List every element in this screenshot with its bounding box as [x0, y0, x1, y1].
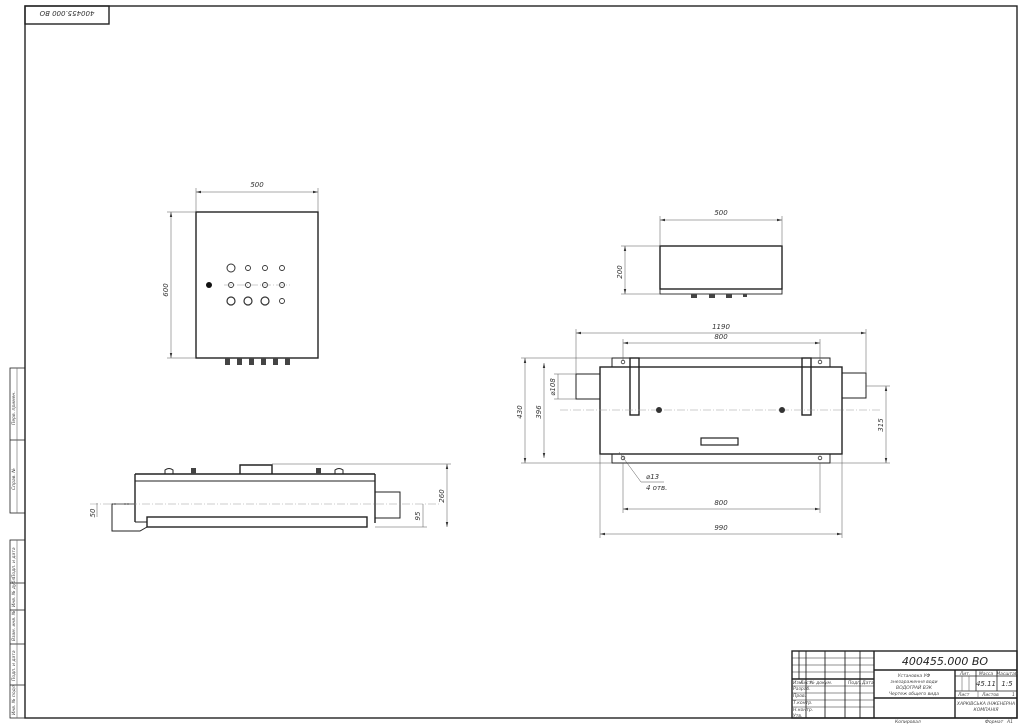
svg-text:Справ. №: Справ. № [11, 468, 17, 490]
svg-text:Н.контр.: Н.контр. [793, 707, 813, 713]
svg-text:1: 1 [1012, 692, 1015, 698]
title-block: Изм. Лист № докум. Подп. Дата Разраб. Пр… [791, 650, 1018, 724]
svg-text:Инв. № дубл.: Инв. № дубл. [11, 576, 17, 607]
mirrored-designation: 400455.000 ВО [39, 9, 94, 17]
front-panel-view: 500 600 [162, 181, 319, 365]
svg-text:Подп. и дата: Подп. и дата [11, 650, 17, 681]
svg-text:А1: А1 [1006, 719, 1013, 724]
mirrored-designation-box: 400455.000 ВО [24, 5, 110, 25]
front-width-dim: 500 [250, 181, 264, 189]
svg-text:4 отв.: 4 отв. [646, 484, 667, 492]
svg-text:Пров.: Пров. [793, 693, 806, 699]
front-height-dim: 600 [162, 283, 170, 297]
svg-text:Лит.: Лит. [959, 671, 970, 677]
svg-text:⌀108: ⌀108 [549, 378, 557, 396]
svg-text:Утв.: Утв. [793, 713, 802, 719]
svg-text:Чертеж общего вида: Чертеж общего вида [889, 691, 939, 697]
drawing-designation: 400455.000 ВО [902, 655, 989, 668]
side-stamp-upper: Перв. примен. Справ. № [9, 367, 26, 514]
svg-text:315: 315 [877, 418, 885, 432]
svg-text:430: 430 [516, 405, 524, 419]
svg-text:Установка УФ: Установка УФ [898, 673, 931, 679]
svg-text:знезараження води: знезараження води [890, 680, 937, 685]
svg-text:Разраб.: Разраб. [793, 686, 811, 692]
svg-text:1190: 1190 [712, 323, 730, 331]
svg-text:ВОДОГРАЙ ВЗК: ВОДОГРАЙ ВЗК [896, 684, 933, 691]
svg-text:⌀13: ⌀13 [646, 473, 659, 481]
side-stamp-lower: Подп. и дата Инв. № дубл. Взам. инв. № П… [9, 539, 26, 719]
svg-text:Формат: Формат [985, 719, 1004, 724]
svg-text:Масса: Масса [979, 671, 994, 677]
svg-text:Масштаб: Масштаб [996, 671, 1018, 677]
indicator-lamp-icon [206, 282, 212, 288]
svg-text:500: 500 [714, 209, 728, 217]
svg-text:ХАРКІВСЬКА ІНЖЕНЕРНА: ХАРКІВСЬКА ІНЖЕНЕРНА [956, 701, 1015, 707]
svg-text:Взам. инв. №: Взам. инв. № [11, 610, 17, 641]
svg-text:Инв. № подл.: Инв. № подл. [11, 684, 17, 715]
svg-text:№ докум.: № докум. [809, 680, 832, 686]
mass-value: 45.11 [976, 680, 996, 688]
plan-view: 1190 800 430 396 ⌀108 315 ⌀13 4 отв. [516, 323, 890, 538]
svg-text:800: 800 [714, 499, 728, 507]
side-elevation-view: 50 95 260 [89, 463, 451, 532]
svg-text:Изм.: Изм. [793, 680, 804, 686]
svg-text:95: 95 [414, 511, 422, 520]
svg-text:Дата: Дата [861, 680, 874, 686]
svg-text:Лист: Лист [799, 680, 812, 686]
svg-text:260: 260 [438, 489, 446, 503]
scale-value: 1:5 [1001, 680, 1013, 688]
svg-text:Перв. примен.: Перв. примен. [11, 391, 17, 425]
svg-text:Подп.: Подп. [848, 680, 862, 686]
svg-text:396: 396 [535, 405, 543, 419]
top-box-view: 500 200 [616, 209, 783, 298]
svg-text:КОМПАНІЯ: КОМПАНІЯ [974, 707, 999, 713]
svg-text:Т.контр.: Т.контр. [793, 700, 813, 706]
svg-text:Подп. и дата: Подп. и дата [11, 547, 17, 578]
svg-text:990: 990 [714, 524, 728, 532]
svg-text:Копировал: Копировал [895, 719, 921, 724]
svg-text:200: 200 [616, 265, 624, 279]
svg-text:Лист: Лист [957, 692, 970, 698]
svg-text:800: 800 [714, 333, 728, 341]
sheet-frame [24, 5, 1018, 719]
svg-text:Листов: Листов [981, 692, 999, 698]
svg-text:50: 50 [89, 508, 97, 517]
